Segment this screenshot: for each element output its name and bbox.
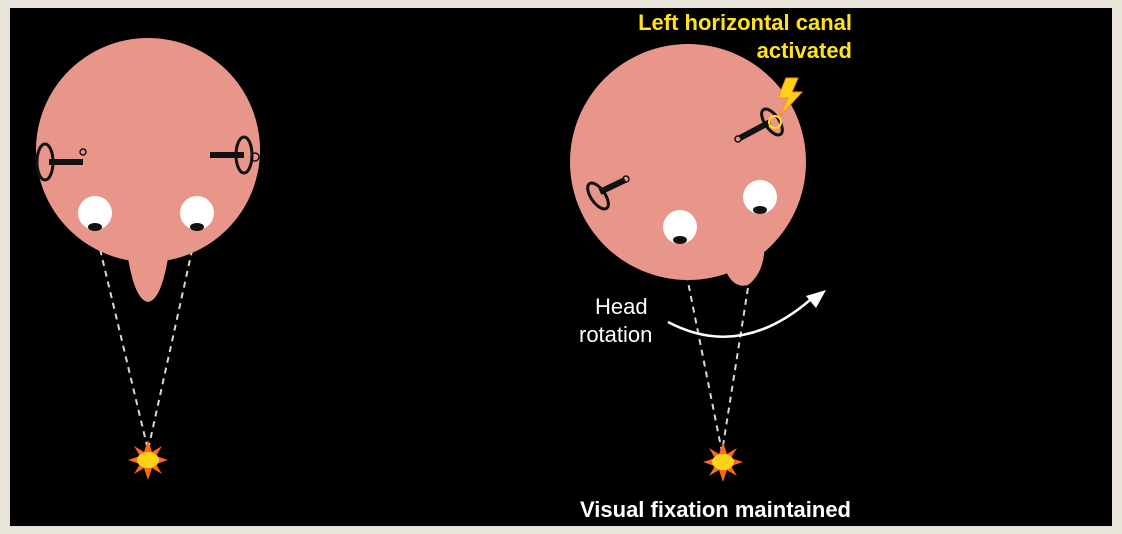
right-head <box>570 44 806 280</box>
canal-label-line1: Left horizontal canal <box>590 10 852 36</box>
caption: Visual fixation maintained <box>580 497 851 523</box>
left-head <box>36 38 260 262</box>
right-head-left-eye <box>663 210 697 244</box>
head-rotation-label-line1: Head <box>595 294 648 320</box>
left-fixation-target-icon <box>128 440 168 480</box>
head-rotation-label-line2: rotation <box>579 322 652 348</box>
right-head-group <box>570 44 826 482</box>
right-head-right-eye <box>743 180 777 214</box>
left-nose <box>128 258 168 302</box>
canal-label-line2: activated <box>590 38 852 64</box>
left-head-group <box>36 38 260 480</box>
right-fixation-target-icon <box>703 442 743 482</box>
